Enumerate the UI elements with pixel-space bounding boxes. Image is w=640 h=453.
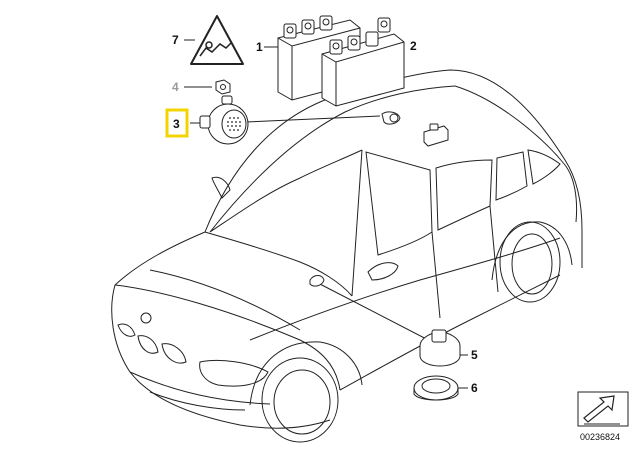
callout-3-highlight: [165, 108, 189, 138]
callout-5[interactable]: 5: [471, 348, 478, 362]
airbag-warning-triangle-icon: [190, 15, 244, 65]
callout-6[interactable]: 6: [471, 381, 478, 395]
ring-6: [413, 375, 459, 401]
sensor-3: [199, 95, 249, 145]
catalog-logo: 00236824: [577, 391, 629, 442]
control-unit-2: [321, 17, 405, 107]
nut-4: [215, 79, 231, 95]
callout-3[interactable]: 3: [173, 117, 180, 131]
interior-sensor: [309, 275, 325, 287]
car-outline: [111, 69, 583, 443]
callout-labels: 1 2 3 4 5 6 7: [165, 33, 478, 395]
sensor-5: [419, 329, 461, 367]
reference-number: 00236824: [580, 432, 620, 442]
callout-1[interactable]: 1: [256, 40, 263, 54]
callout-7[interactable]: 7: [172, 33, 179, 47]
roof-module: [423, 123, 449, 147]
small-sensor-roof: [381, 111, 401, 125]
callout-2[interactable]: 2: [410, 39, 417, 53]
callout-4[interactable]: 4: [172, 80, 179, 94]
